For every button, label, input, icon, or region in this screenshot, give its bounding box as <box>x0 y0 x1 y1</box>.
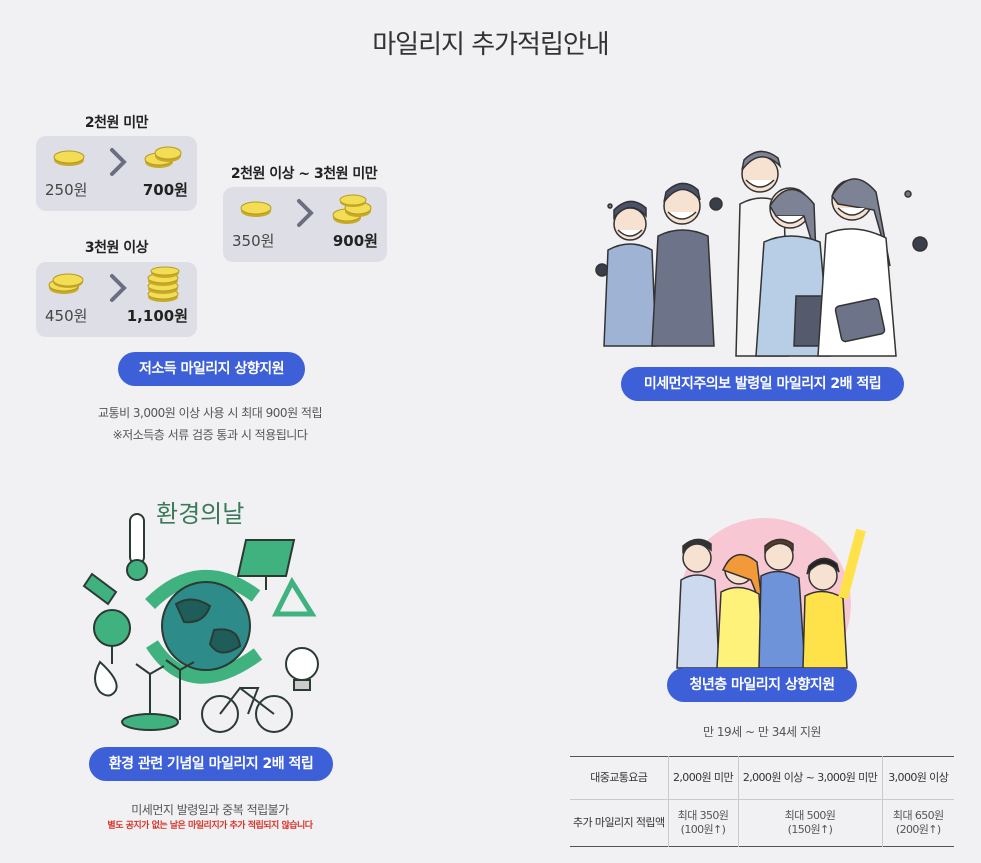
table-cell: 3,000원 이상 <box>881 756 954 800</box>
cell-line: 최대 500원 <box>784 809 836 822</box>
coins-stack-icon <box>332 194 372 224</box>
coins-stack-icon <box>144 146 182 168</box>
environment-warning: 별도 공지가 없는 날은 마일리지가 추가 적립되지 않습니다 <box>107 821 313 831</box>
tier-boosted-amount: 1,100원 <box>126 307 188 325</box>
low-income-note-2: ※저소득층 서류 검증 통과 시 적용됩니다 <box>112 428 308 442</box>
table-row: 추가 마일리지 적립액 최대 350원(100원↑) 최대 500원(150원↑… <box>570 799 954 847</box>
chevron-right-icon <box>110 148 127 176</box>
table-cell: 최대 650원(200원↑) <box>881 799 954 847</box>
table-row-header: 추가 마일리지 적립액 <box>573 816 665 829</box>
low-income-note: 교통비 3,000원 이상 사용 시 최대 900원 적립 <box>97 406 323 420</box>
coins-stack-icon <box>147 266 180 302</box>
environment-note: 미세먼지 발령일과 중복 적립불가 <box>131 803 289 817</box>
tier-label-under-2000: 2천원 미만 <box>84 115 149 131</box>
page-title: 마일리지 추가적립안내 <box>372 30 609 60</box>
chevron-right-icon <box>297 199 314 227</box>
tier-base-amount: 350원 <box>232 232 275 250</box>
dust-double-pill: 미세먼지주의보 발령일 마일리지 2배 적립 <box>621 367 904 401</box>
coin-icon <box>240 201 272 217</box>
tier-card-over-3000: 450원 1,100원 <box>36 262 197 337</box>
table-row: 대중교통요금 2,000원 미만 2,000원 이상 ~ 3,000원 미만 3… <box>570 756 954 800</box>
tier-card-under-2000: 250원 700원 <box>36 136 197 211</box>
tier-label-over-3000: 3천원 이상 <box>84 240 149 256</box>
youth-age-note: 만 19세 ~ 만 34세 지원 <box>703 725 821 739</box>
cell-line: (100원↑) <box>680 823 726 836</box>
tier-label-2000-to-3000: 2천원 이상 ~ 3천원 미만 <box>230 166 378 182</box>
table-row-header: 대중교통요금 <box>570 756 668 800</box>
cell-line: (200원↑) <box>895 823 941 836</box>
environment-day-heading: 환경의날 <box>156 500 244 528</box>
table-cell: 최대 350원(100원↑) <box>667 799 738 847</box>
tier-base-amount: 450원 <box>45 307 88 325</box>
youth-group-illustration <box>676 518 866 675</box>
cell-line: 최대 350원 <box>677 809 729 822</box>
crowd-with-masks-illustration <box>595 150 928 357</box>
table-cell: 2,000원 이상 ~ 3,000원 미만 <box>737 756 882 800</box>
tier-card-2000-to-3000: 350원 900원 <box>223 187 387 262</box>
youth-fare-table: 대중교통요금 2,000원 미만 2,000원 이상 ~ 3,000원 미만 3… <box>570 756 954 847</box>
youth-pill: 청년층 마일리지 상향지원 <box>667 668 857 702</box>
tier-base-amount: 250원 <box>45 181 88 199</box>
low-income-pill: 저소득 마일리지 상향지원 <box>118 352 305 386</box>
coins-icon <box>48 273 84 294</box>
tier-boosted-amount: 900원 <box>332 232 378 250</box>
environment-double-pill: 환경 관련 기념일 마일리지 2배 적립 <box>89 747 333 781</box>
table-cell: 2,000원 미만 <box>667 756 738 800</box>
coin-icon <box>53 150 85 166</box>
cell-line: (150원↑) <box>787 823 833 836</box>
chevron-right-icon <box>110 274 127 302</box>
table-cell: 최대 500원(150원↑) <box>737 799 882 847</box>
cell-line: 최대 650원 <box>892 809 944 822</box>
environment-day-illustration: 환경의날 <box>82 500 319 733</box>
tier-boosted-amount: 700원 <box>142 181 188 199</box>
